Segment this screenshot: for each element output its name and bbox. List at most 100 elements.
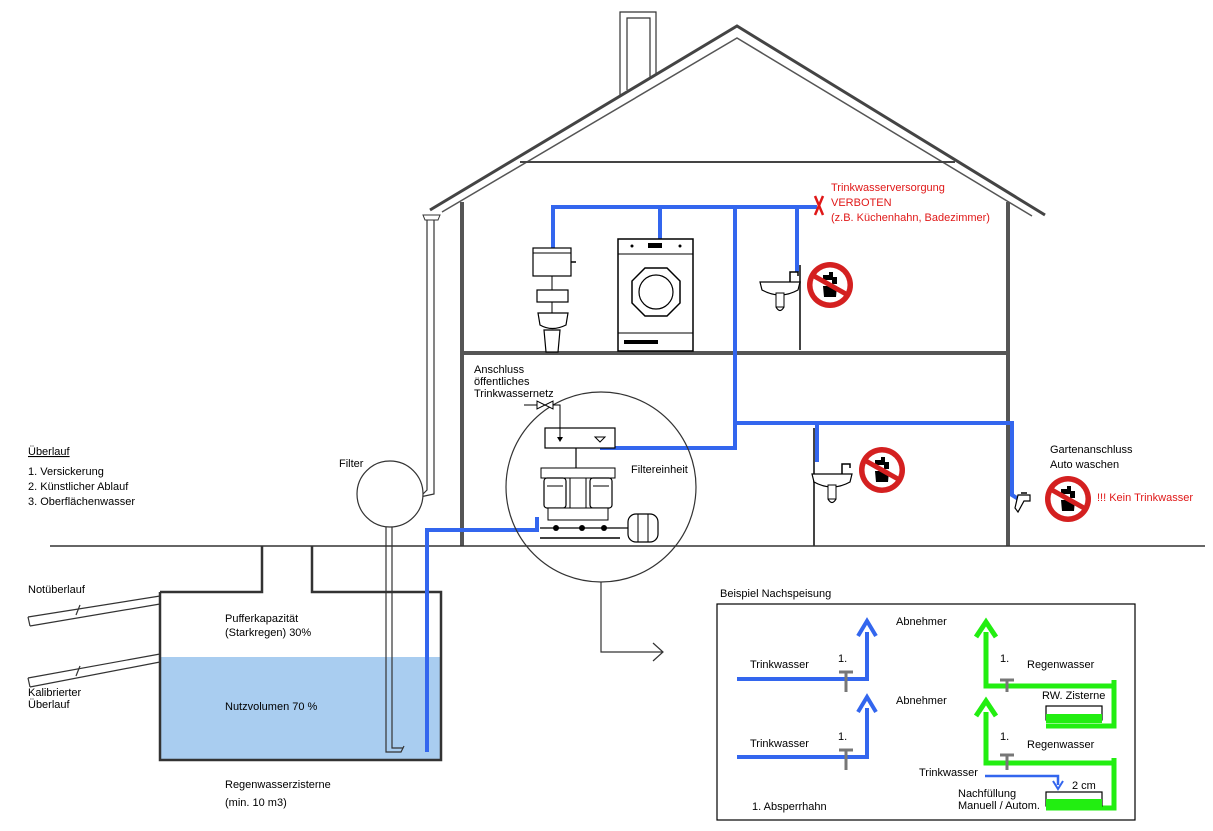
house-structure — [50, 11, 1205, 547]
inflow-pipe-left — [385, 527, 405, 753]
labels: Überlauf 1. Versickerung 2. Künstlicher … — [28, 182, 1193, 813]
emergency-overflow-label: Notüberlauf — [28, 584, 86, 596]
example-drinking-pipe-2 — [737, 708, 869, 759]
connection-label: Trinkwassernetz — [474, 388, 554, 400]
refill-arrow-icon — [1052, 780, 1064, 791]
upper-distribution-pipe — [551, 205, 817, 250]
calibrated-overflow-label: Kalibrierter — [28, 687, 82, 699]
refill-pipe — [985, 774, 1060, 785]
valve-label: 1. — [1000, 731, 1009, 743]
example-drinking-pipe-1 — [737, 632, 869, 681]
filter-label: Filter — [339, 458, 364, 470]
inlet-valve-icon — [536, 400, 547, 410]
calibrated-overflow-pipe — [27, 653, 161, 679]
chimney — [619, 11, 657, 95]
no-drinking-water-icon — [807, 262, 853, 308]
rain-water-label: Regenwasser — [1027, 739, 1095, 751]
example-rain-arrow-icon-1 — [973, 617, 999, 639]
no-drinking-water-icon-lower — [859, 447, 905, 493]
refill-tank-water — [1046, 799, 1102, 807]
example-rain-pipe-1 — [983, 632, 1117, 689]
valve-label: 1. — [1000, 653, 1009, 665]
overflow-item: 3. Oberflächenwasser — [28, 496, 135, 508]
emergency-overflow-end — [27, 616, 31, 627]
forbidden-x-icon — [813, 195, 825, 216]
rw-cistern-water — [1046, 714, 1102, 723]
example-box — [716, 603, 1136, 821]
example-rain-supply-2 — [1046, 763, 1117, 811]
inflow-pipe-right — [391, 527, 403, 749]
calibrated-overflow-end — [27, 677, 31, 688]
connection-label: öffentliches — [474, 376, 530, 388]
gutter — [422, 214, 441, 221]
example-arrow-icon-1 — [856, 617, 878, 638]
washing-machine-icon — [617, 238, 694, 352]
level-label: 2 cm — [1072, 780, 1096, 792]
washbasin-icon-lower — [811, 463, 853, 504]
washbasin-icon — [759, 271, 801, 312]
overflow-title: Überlauf — [28, 446, 71, 458]
overflow-item: 1. Versickerung — [28, 466, 104, 478]
warning-label: (z.B. Küchenhahn, Badezimmer) — [831, 212, 990, 224]
emergency-overflow-break — [75, 604, 81, 616]
usable-volume-label: Nutzvolumen 70 % — [225, 701, 318, 713]
calibrated-overflow-label: Überlauf — [28, 699, 71, 711]
cistern-wall-right — [158, 546, 443, 762]
riser-pipe — [600, 207, 737, 450]
emergency-overflow-pipe-lower — [29, 603, 161, 627]
buffer-label: Pufferkapazität — [225, 613, 298, 625]
pump-unit-icon — [505, 391, 697, 583]
downpipe-right — [419, 217, 435, 498]
calibrated-overflow-pipe-lower — [29, 661, 161, 688]
cistern-wall-left — [160, 546, 264, 594]
mains-inlet-pipe — [524, 404, 561, 440]
chimney-inner — [626, 17, 651, 90]
cistern — [27, 546, 443, 762]
filter-unit-label: Filtereinheit — [631, 464, 688, 476]
refill-label: Manuell / Autom. — [958, 800, 1040, 812]
garden-label: Auto waschen — [1050, 459, 1119, 471]
buffer-label: (Starkregen) 30% — [225, 627, 311, 639]
consumer-label: Abnehmer — [896, 616, 947, 628]
detail-arrow — [600, 582, 663, 653]
roof-inner — [441, 37, 1033, 217]
legend-label: 1. Absperrhahn — [752, 801, 827, 813]
valve-label: 1. — [838, 653, 847, 665]
emergency-overflow-pipe — [27, 595, 161, 618]
garden-label: Gartenanschluss — [1050, 444, 1133, 456]
example-rain-supply-1 — [1046, 686, 1117, 729]
downpipe-left — [420, 217, 428, 497]
toilet-icon — [532, 247, 576, 353]
example-arrow-icon-2 — [856, 693, 878, 714]
drinking-water-label: Trinkwasser — [750, 659, 809, 671]
rain-filter — [356, 460, 424, 753]
water-fill — [160, 657, 441, 760]
roof — [429, 24, 1046, 217]
no-drinking-label: !!! Kein Trinkwasser — [1097, 492, 1193, 504]
blue-pipe-network — [425, 205, 1022, 752]
lower-distribution-pipe — [735, 421, 1022, 502]
rain-water-label: Regenwasser — [1027, 659, 1095, 671]
overflow-item: 2. Künstlicher Ablauf — [28, 481, 129, 493]
consumer-label: Abnehmer — [896, 695, 947, 707]
cistern-label: Regenwasserzisterne — [225, 779, 331, 791]
example-title: Beispiel Nachspeisung — [720, 588, 831, 600]
outdoor-tap-icon — [1014, 492, 1031, 514]
rw-cistern-label: RW. Zisterne — [1042, 690, 1105, 702]
filter-vessel-left — [543, 477, 567, 509]
suction-pipe — [425, 517, 539, 752]
filter-circle — [356, 460, 424, 528]
warning-label: Trinkwasserversorgung — [831, 182, 945, 194]
cistern-min-label: (min. 10 m3) — [225, 797, 287, 809]
filter-vessel-right — [589, 477, 613, 509]
warning-label: VERBOTEN — [831, 197, 892, 209]
drinking-water-label: Trinkwasser — [919, 767, 978, 779]
detail-arrow-head — [652, 642, 664, 662]
pump-motor — [627, 513, 659, 543]
example-rain-pipe-2 — [983, 712, 1117, 766]
calibrated-overflow-break — [75, 665, 81, 677]
example-rain-arrow-icon-2 — [973, 696, 999, 718]
break-tank — [544, 427, 616, 449]
no-drinking-water-icon-garden — [1045, 476, 1091, 522]
